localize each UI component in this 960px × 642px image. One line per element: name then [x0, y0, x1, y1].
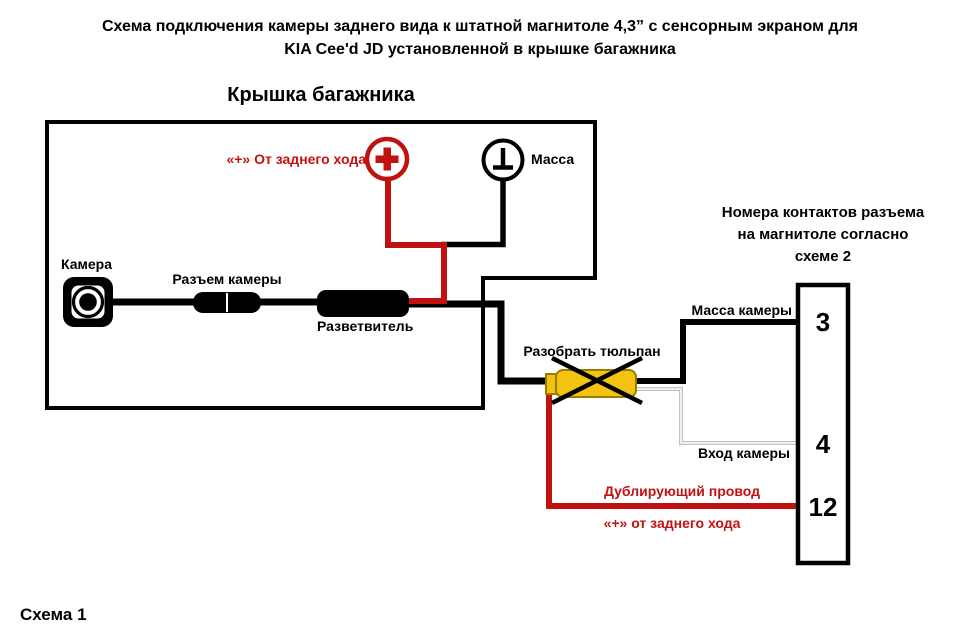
connector-heading-line2: на магнитоле согласно: [737, 226, 909, 243]
page-title-line2: KIA Cee'd JD установленной в крышке бага…: [284, 41, 676, 58]
camera-input-wire-core: [634, 388, 797, 444]
connector-heading: Номера контактов разъема на магнитоле со…: [700, 202, 946, 268]
splitter-output-wire: [405, 300, 560, 385]
camera-label: Камера: [61, 256, 112, 272]
trunk-lid-outline: [45, 120, 597, 410]
pin-3: 3: [815, 307, 831, 337]
ground-terminal-label: Масса: [531, 151, 575, 167]
page-title-line1: Схема подключения камеры заднего вида к …: [102, 18, 858, 35]
page-title: Схема подключения камеры заднего вида к …: [0, 15, 960, 61]
camera-connector-label: Разъем камеры: [172, 271, 282, 287]
connector-heading-line3: схеме 2: [794, 248, 852, 265]
duplicate-reverse-wire: [546, 384, 797, 509]
camera-input-wire: [634, 387, 797, 445]
camera-icon: [63, 277, 113, 327]
camera-ground-label: Масса камеры: [691, 302, 792, 318]
camera-input-label: Вход камеры: [698, 445, 790, 461]
camera-connector-icon: [193, 292, 261, 313]
trunk-lid-heading: Крышка багажника: [227, 84, 415, 106]
rca-tulip-crossed-icon: [545, 355, 644, 406]
head-unit-connector-box: [795, 282, 851, 566]
pin-4: 4: [815, 429, 831, 459]
connector-heading-line1: Номера контактов разъема: [721, 204, 925, 221]
ground-terminal-icon: [481, 138, 525, 182]
ground-terminal-wire: [441, 179, 506, 248]
scheme-footer-label: Схема 1: [20, 605, 87, 624]
splitter-label: Разветвитель: [317, 318, 414, 334]
duplicate-wire-label: Дублирующий провод: [604, 483, 760, 499]
splitter-icon: [317, 290, 409, 317]
reverse-plus-wire: [385, 178, 447, 304]
plus-terminal-icon: [364, 136, 410, 182]
camera-ground-wire: [634, 319, 797, 384]
pin-12: 12: [808, 492, 838, 522]
reverse-plus-terminal-label: «+» От заднего хода: [226, 151, 366, 167]
tulip-label: Разобрать тюльпан: [523, 343, 661, 359]
reverse-plus-wire-label: «+» от заднего хода: [603, 515, 741, 531]
